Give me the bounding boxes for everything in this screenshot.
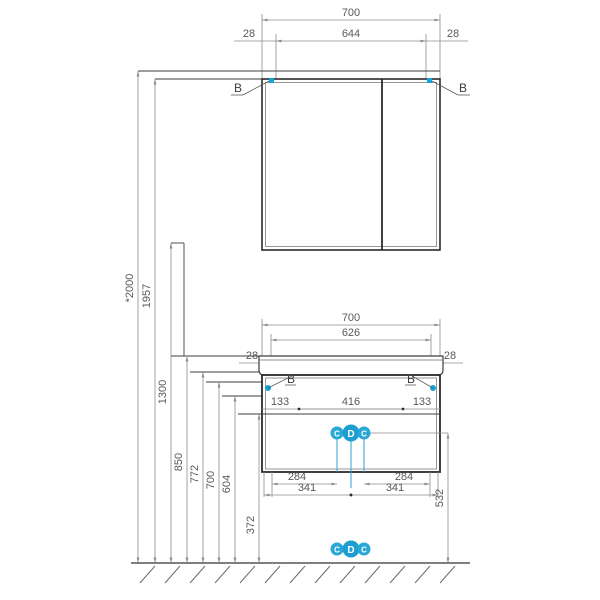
- leader-line: [242, 80, 270, 96]
- dim-label-left-handle-a: 284: [288, 471, 306, 483]
- dim-label-1957: 1957: [141, 284, 153, 308]
- marker-d-center-upper: [342, 424, 360, 442]
- dim-label-700-vert: 700: [205, 471, 217, 489]
- callout-node-b-right-upper: [427, 78, 432, 83]
- marker-c-left-lower: [330, 542, 344, 556]
- upper-cabinet-inner-outline: [265, 82, 437, 247]
- dim-label-middle-segment: 416: [342, 396, 360, 408]
- connection-markers-upper-row: C D C: [330, 424, 448, 488]
- marker-label-c-left-upper: C: [334, 430, 340, 439]
- dim-label-right-height: 532: [434, 489, 446, 507]
- dim-label-right-handle-b: 341: [386, 482, 404, 494]
- leader-line: [267, 375, 293, 389]
- marker-label-c-right-lower: C: [361, 546, 367, 555]
- marker-c-right-upper: [357, 426, 371, 440]
- callout-label-b-left-lower: B: [287, 372, 295, 386]
- floor-hatch: [139, 565, 456, 584]
- dim-label-1300: 1300: [157, 380, 169, 404]
- callout-label-b-right-upper: B: [459, 81, 467, 95]
- leader-line: [431, 80, 459, 96]
- marker-c-left-upper: [330, 426, 344, 440]
- marker-label-c-left-lower: C: [334, 546, 340, 555]
- marker-d-center-lower: [342, 540, 360, 558]
- dim-label-right-handle-a: 284: [395, 471, 413, 483]
- connection-markers-lower-row: C D C: [330, 540, 371, 558]
- upper-cabinet-group: 700 644 28 28 B B: [138, 7, 470, 251]
- dim-label-2000: *2000: [124, 274, 136, 303]
- callout-label-b-left-upper: B: [234, 81, 242, 95]
- dim-label-604: 604: [221, 475, 233, 493]
- dim-label-upper-right-offset: 28: [447, 28, 459, 40]
- lower-cabinet-group: 700 626 28 28 B B: [171, 312, 463, 564]
- dim-label-upper-overall-width: 700: [342, 7, 360, 19]
- dim-label-lower-overall-width: 700: [342, 312, 360, 324]
- upper-cabinet-body: [261, 78, 441, 251]
- dim-label-lower-inner-width: 626: [342, 327, 360, 339]
- leader-line: [411, 375, 434, 389]
- dim-label-upper-inner-width: 644: [342, 28, 360, 40]
- dim-label-left-segment: 133: [271, 396, 289, 408]
- dim-label-372: 372: [245, 516, 257, 534]
- dim-label-left-handle-b: 341: [298, 482, 316, 494]
- dim-label-right-segment: 133: [413, 396, 431, 408]
- callout-node-b-left-upper: [269, 78, 274, 83]
- marker-label-d-center-lower: D: [347, 545, 354, 556]
- marker-label-d-center-upper: D: [347, 429, 354, 440]
- dim-label-850: 850: [173, 453, 185, 471]
- floor-group: [131, 562, 470, 584]
- dim-label-upper-left-offset: 28: [243, 28, 255, 40]
- dim-label-772: 772: [189, 465, 201, 483]
- dim-label-lower-right-offset: 28: [444, 350, 456, 362]
- marker-c-right-lower: [357, 542, 371, 556]
- callout-label-b-right-lower: B: [407, 372, 415, 386]
- vertical-dimension-stack: *2000 1957 1300 850 772 700 604 372: [124, 71, 261, 563]
- marker-label-c-right-upper: C: [361, 430, 367, 439]
